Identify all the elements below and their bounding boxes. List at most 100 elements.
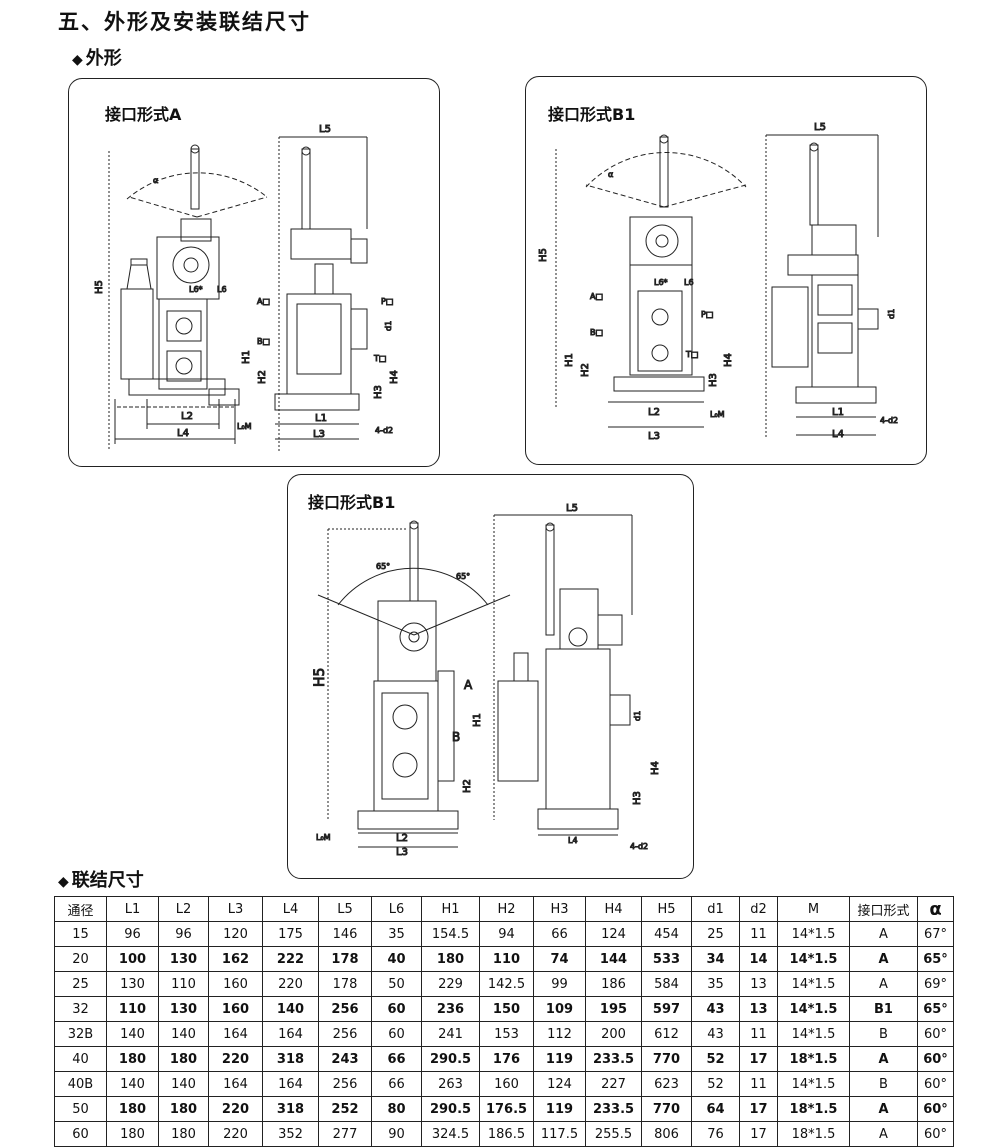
table-cell: 66 (371, 1071, 422, 1097)
table-cell: 597 (641, 996, 692, 1022)
table-cell: 256 (318, 996, 372, 1022)
table-cell: 14*1.5 (777, 946, 850, 972)
table-cell: 178 (318, 946, 372, 972)
table-cell: A (849, 1096, 918, 1122)
outline-heading-text: 外形 (85, 48, 122, 69)
label-l5: L5 (319, 124, 331, 135)
table-cell: 164 (208, 1071, 263, 1097)
label-a-port: A□ (257, 297, 270, 306)
label-t-port-b1: T□ (685, 350, 698, 359)
label-l3: L3 (313, 429, 325, 440)
table-cell: 454 (641, 921, 692, 947)
label-h2: H2 (257, 370, 268, 384)
table-cell: 100 (106, 946, 159, 972)
table-cell: 290.5 (421, 1046, 480, 1072)
table-cell: 94 (479, 921, 534, 947)
table-cell: 229 (421, 971, 480, 997)
label-alpha: α (153, 176, 158, 185)
label-a-port-b1: A□ (590, 292, 603, 301)
table-cell: 35 (691, 971, 740, 997)
table-cell: 770 (641, 1096, 692, 1122)
table-cell: 17 (739, 1046, 778, 1072)
table-header: L5 (318, 896, 372, 922)
table-cell: 236 (421, 996, 480, 1022)
table-cell: 34 (691, 946, 740, 972)
table-cell: 164 (262, 1071, 319, 1097)
table-cell: 14*1.5 (777, 1021, 850, 1047)
drawing-interface-b1-top: H5 A□ B□ P□ T□ L6* L6 H1 H2 H3 H4 L2 L3 … (538, 122, 899, 443)
table-cell: 120 (208, 921, 263, 947)
table-cell: B (849, 1021, 918, 1047)
label-h2-bottom: H2 (462, 779, 473, 793)
table-cell: 612 (641, 1021, 692, 1047)
table-cell: 255.5 (585, 1121, 642, 1147)
table-cell: 76 (691, 1121, 740, 1147)
table-cell: 318 (262, 1096, 319, 1122)
table-header: α (917, 896, 954, 922)
table-cell: 60° (917, 1021, 954, 1047)
table-cell: 50 (371, 971, 422, 997)
table-cell: 318 (262, 1046, 319, 1072)
table-cell: 180 (158, 1096, 209, 1122)
table-header: L3 (208, 896, 263, 922)
table-cell: 119 (533, 1096, 586, 1122)
table-cell: 584 (641, 971, 692, 997)
table-cell: 50 (54, 1096, 107, 1122)
table-cell: 43 (691, 996, 740, 1022)
table-cell: 186.5 (479, 1121, 534, 1147)
table-header: L2 (158, 896, 209, 922)
label-d2-b1: 4-d2 (880, 416, 898, 425)
table-header: d1 (691, 896, 740, 922)
label-l2: L2 (181, 411, 193, 422)
label-h5-bottom: H5 (312, 668, 328, 687)
table-cell: 18*1.5 (777, 1096, 850, 1122)
panel-b1-bottom-title: 接口形式B1 (308, 493, 396, 512)
panel-b1-top-title: 接口形式B1 (548, 105, 636, 124)
diamond-bullet-icon: ◆ (58, 874, 69, 890)
table-header: H1 (421, 896, 480, 922)
table-header: H2 (479, 896, 534, 922)
table-cell: 17 (739, 1096, 778, 1122)
table-cell: 99 (533, 971, 586, 997)
label-h4-bottom: H4 (650, 761, 661, 775)
table-header: 接口形式 (849, 896, 918, 922)
table-header: L4 (262, 896, 319, 922)
table-cell: 140 (106, 1021, 159, 1047)
table-cell: 140 (158, 1021, 209, 1047)
table-cell: 233.5 (585, 1096, 642, 1122)
table-cell: 770 (641, 1046, 692, 1072)
table-header: H3 (533, 896, 586, 922)
dims-heading-text: 联结尺寸 (71, 870, 144, 891)
table-cell: 11 (739, 921, 778, 947)
table-cell: 352 (262, 1121, 319, 1147)
table-cell: 69° (917, 971, 954, 997)
label-65-right: 65° (456, 572, 470, 581)
label-d1-bottom: d1 (633, 711, 642, 721)
table-cell: 32 (54, 996, 107, 1022)
table-cell: 14*1.5 (777, 1071, 850, 1097)
table-cell: 222 (262, 946, 319, 972)
table-cell: 60 (54, 1121, 107, 1147)
table-cell: 74 (533, 946, 586, 972)
table-cell: 164 (208, 1021, 263, 1047)
table-cell: 154.5 (421, 921, 480, 947)
table-cell: 241 (421, 1021, 480, 1047)
table-cell: 15 (54, 921, 107, 947)
table-header: M (777, 896, 850, 922)
table-cell: B1 (849, 996, 918, 1022)
label-h1-bottom: H1 (472, 713, 483, 727)
table-cell: 60 (371, 1021, 422, 1047)
label-h3-b1: H3 (708, 373, 719, 387)
table-cell: 200 (585, 1021, 642, 1047)
label-h1-b1: H1 (564, 353, 575, 367)
table-cell: 80 (371, 1096, 422, 1122)
table-cell: 14*1.5 (777, 921, 850, 947)
table-cell: 180 (421, 946, 480, 972)
table-cell: 40B (54, 1071, 107, 1097)
table-cell: 150 (479, 996, 534, 1022)
dims-heading: ◆联结尺寸 (58, 866, 144, 892)
table-cell: 14 (739, 946, 778, 972)
